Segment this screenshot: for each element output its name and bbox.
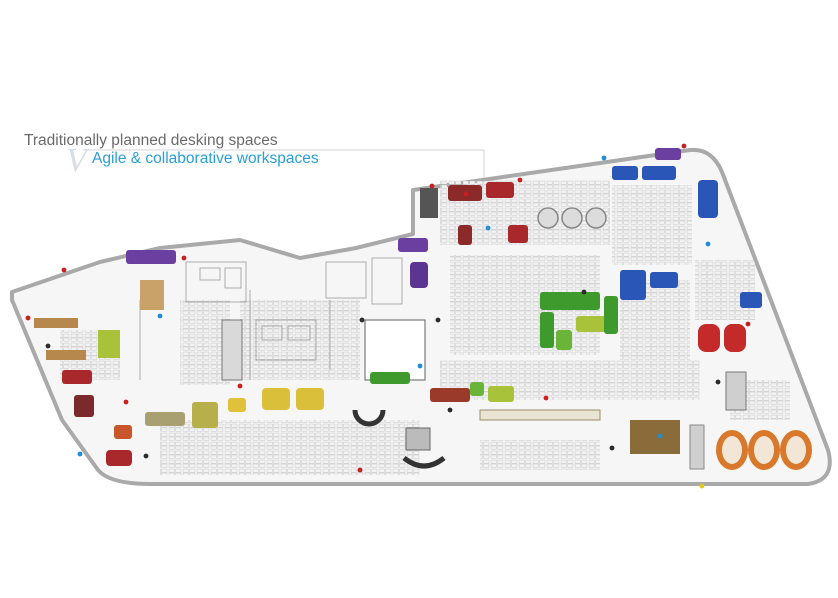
marker [429, 183, 435, 189]
core-outlines [139, 257, 426, 381]
desk-area [612, 185, 692, 265]
marker [581, 289, 587, 295]
marker [359, 317, 365, 323]
collaborative-furniture [34, 148, 812, 470]
marker [181, 255, 187, 261]
marker [609, 445, 615, 451]
marker [463, 191, 469, 197]
marker [601, 155, 607, 161]
marker [157, 313, 163, 319]
heading-traditional-desking: Traditionally planned desking spaces [24, 132, 278, 149]
marker [61, 267, 67, 273]
marker [123, 399, 129, 405]
marker [25, 315, 31, 321]
leader-lines [84, 149, 485, 178]
v-watermark-icon: V [66, 142, 87, 179]
marker [357, 467, 363, 473]
marker [517, 177, 523, 183]
marker [237, 383, 243, 389]
marker [699, 483, 705, 489]
marker [45, 343, 51, 349]
marker [435, 317, 441, 323]
location-markers [25, 143, 751, 489]
marker [77, 451, 83, 457]
marker [657, 433, 663, 439]
desk-area [160, 420, 420, 475]
marker [543, 395, 549, 401]
marker [715, 379, 721, 385]
marker [745, 321, 751, 327]
marker [417, 363, 423, 369]
marker [705, 241, 711, 247]
desk-area [695, 260, 755, 320]
marker [143, 453, 149, 459]
marker [681, 143, 687, 149]
marker [447, 407, 453, 413]
marker [485, 225, 491, 231]
desk-area [480, 440, 600, 470]
heading-agile-workspaces: Agile & collaborative workspaces [92, 150, 319, 167]
